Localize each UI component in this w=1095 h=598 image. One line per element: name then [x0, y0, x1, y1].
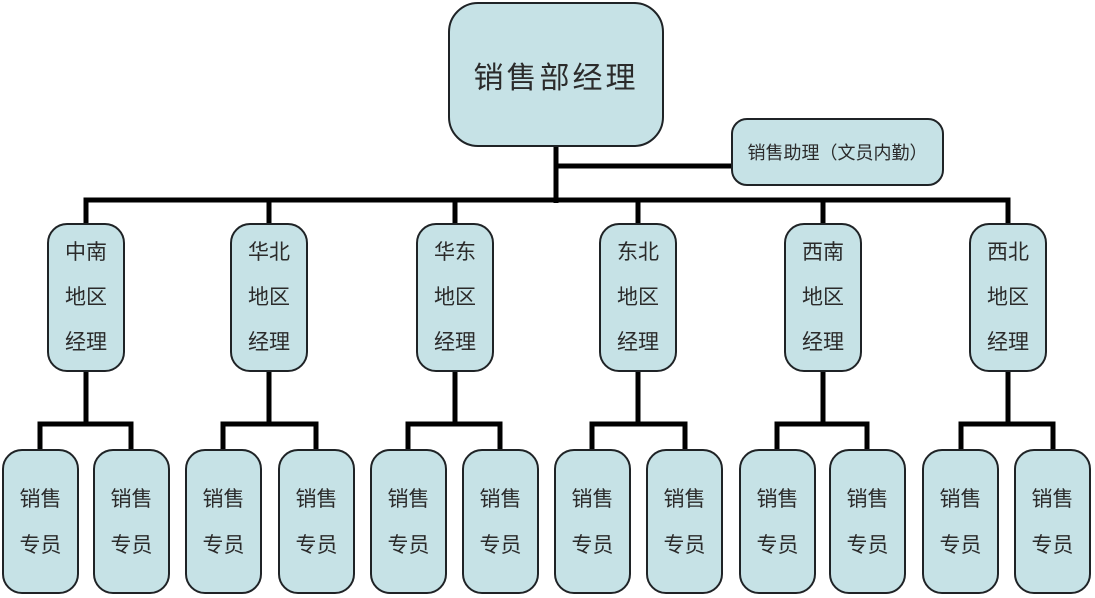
node-label-line: 销售: [756, 486, 799, 511]
node-specialist-east-china-2: 销售 专员: [462, 449, 539, 594]
node-label-line: 地区: [65, 285, 107, 309]
node-label-line: 销售: [19, 486, 62, 511]
node-manager-southwest: 西南 地区 经理: [784, 223, 862, 372]
node-label-line: 西南: [802, 240, 844, 264]
node-label-line: 销售: [571, 486, 614, 511]
node-manager-north-china: 华北 地区 经理: [230, 223, 308, 372]
connector-pair-east-china: [405, 371, 503, 450]
node-sales-assistant: 销售助理（文员内勤）: [731, 118, 944, 186]
node-label-line: 专员: [939, 532, 982, 557]
node-label-line: 地区: [802, 285, 844, 309]
node-specialist-central-south-2: 销售 专员: [93, 449, 170, 594]
node-label-line: 经理: [248, 330, 290, 354]
node-label-line: 专员: [295, 532, 338, 557]
node-label-line: 销售: [110, 486, 153, 511]
node-label-line: 经理: [802, 330, 844, 354]
node-label-line: 中南: [65, 240, 107, 264]
node-label-line: 专员: [756, 532, 799, 557]
node-manager-northwest: 西北 地区 经理: [969, 223, 1047, 372]
node-label-line: 专员: [19, 532, 62, 557]
connector-pair-central-south: [37, 371, 134, 450]
node-label-line: 销售: [846, 486, 889, 511]
connector-manager-stubs: [266, 200, 826, 225]
node-label-line: 销售: [939, 486, 982, 511]
node-label-line: 销售: [387, 486, 430, 511]
node-specialist-east-china-1: 销售 专员: [370, 449, 447, 594]
node-label-line: 经理: [434, 330, 476, 354]
node-specialist-northwest-2: 销售 专员: [1014, 449, 1091, 594]
node-specialist-north-china-2: 销售 专员: [278, 449, 355, 594]
node-label-line: 西北: [987, 240, 1029, 264]
node-specialist-northeast-1: 销售 专员: [554, 449, 631, 594]
node-specialist-north-china-1: 销售 专员: [185, 449, 262, 594]
node-label-line: 专员: [846, 532, 889, 557]
node-label-line: 专员: [663, 532, 706, 557]
node-label-line: 地区: [987, 285, 1029, 309]
node-label-line: 专员: [202, 532, 245, 557]
node-label-line: 销售: [202, 486, 245, 511]
node-label-line: 华东: [434, 240, 476, 264]
connector-managers-rail: [83, 197, 1011, 225]
node-label-line: 经理: [617, 330, 659, 354]
node-manager-east-china: 华东 地区 经理: [416, 223, 494, 372]
connector-pair-northeast: [589, 371, 688, 450]
node-sales-dept-manager: 销售部经理: [448, 2, 664, 147]
node-manager-northeast: 东北 地区 经理: [599, 223, 677, 372]
node-label: 销售部经理: [473, 61, 639, 95]
node-label-line: 地区: [434, 285, 476, 309]
node-label-line: 经理: [65, 330, 107, 354]
node-label-line: 东北: [617, 240, 659, 264]
node-label-line: 专员: [1031, 532, 1074, 557]
connector-pair-southwest: [774, 371, 870, 450]
node-label-line: 销售: [295, 486, 338, 511]
node-label-line: 销售: [479, 486, 522, 511]
node-label: 销售助理（文员内勤）: [747, 143, 928, 163]
node-label-line: 华北: [248, 240, 290, 264]
node-specialist-northwest-1: 销售 专员: [922, 449, 999, 594]
connector-pair-northwest: [958, 371, 1056, 450]
node-specialist-northeast-2: 销售 专员: [646, 449, 723, 594]
node-label-line: 地区: [617, 285, 659, 309]
node-label-line: 专员: [479, 532, 522, 557]
node-label-line: 销售: [663, 486, 706, 511]
node-manager-central-south: 中南 地区 经理: [47, 223, 125, 372]
node-label-line: 地区: [248, 285, 290, 309]
node-label-line: 销售: [1031, 486, 1074, 511]
node-label-line: 专员: [571, 532, 614, 557]
node-label-line: 专员: [387, 532, 430, 557]
node-specialist-southwest-1: 销售 专员: [739, 449, 816, 594]
connector-pair-north-china: [220, 371, 319, 450]
node-specialist-southwest-2: 销售 专员: [829, 449, 906, 594]
node-label-line: 经理: [987, 330, 1029, 354]
node-specialist-central-south-1: 销售 专员: [2, 449, 79, 594]
node-label-line: 专员: [110, 532, 153, 557]
